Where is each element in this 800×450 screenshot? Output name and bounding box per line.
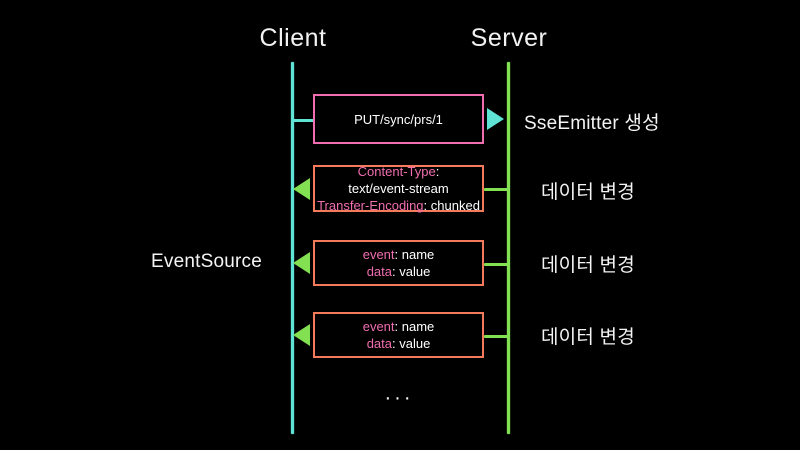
arrowhead-to-client-m4: [293, 324, 310, 346]
connector-client-m1: [292, 119, 314, 122]
ellipsis-indicator: ···: [384, 387, 414, 409]
lifeline-client: [291, 62, 294, 434]
message-line: data: value: [366, 336, 431, 351]
connector-server-m3: [484, 263, 508, 266]
message-line: data: value: [366, 264, 431, 279]
note-label-2: 데이터 변경: [541, 182, 635, 203]
message-line: event: name: [362, 319, 435, 334]
message-line: text/event-stream: [348, 181, 449, 196]
arrowhead-to-client-m3: [293, 252, 310, 274]
note-label-4: 데이터 변경: [541, 327, 635, 348]
message-box-3[interactable]: event: name data: value: [313, 240, 484, 286]
message-box-2[interactable]: Content-Type: text/event-stream Transfer…: [313, 164, 484, 213]
message-line: event: name: [362, 247, 435, 262]
lifeline-server: [507, 62, 510, 434]
participant-label-server: Server: [470, 24, 548, 52]
message-line: Content-Type:: [357, 164, 440, 179]
participant-label-client: Client: [259, 24, 327, 52]
message-box-4[interactable]: event: name data: value: [313, 312, 484, 358]
connector-server-m4: [484, 335, 508, 338]
message-line: Transfer-Encoding: chunked: [317, 198, 480, 213]
note-label-3: 데이터 변경: [541, 255, 635, 276]
connector-server-m2: [484, 188, 508, 191]
message-box-1[interactable]: PUT/sync/prs/1: [313, 94, 484, 144]
note-label-1: SseEmitter 생성: [524, 113, 660, 134]
message-line: PUT/sync/prs/1: [354, 111, 443, 127]
arrowhead-to-client-m2: [293, 178, 310, 200]
side-label-eventsource: EventSource: [151, 251, 262, 272]
arrowhead-to-server-m1: [487, 108, 504, 130]
